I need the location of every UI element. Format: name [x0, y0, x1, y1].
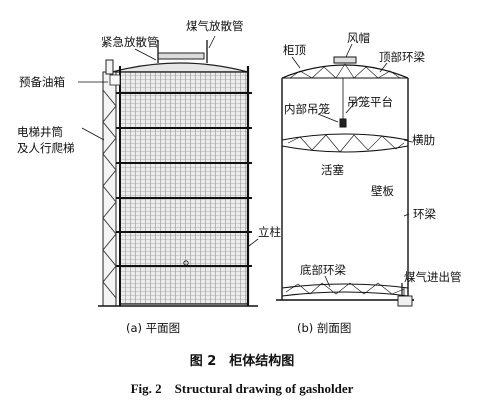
- label-ladder: 及人行爬梯: [17, 141, 75, 155]
- label-rib: 横肋: [412, 133, 435, 147]
- piston-truss: [287, 134, 405, 153]
- figure-title-cn: 图 2 柜体结构图: [189, 354, 295, 369]
- label-elevator-shaft: 电梯井筒: [17, 125, 63, 139]
- label-emergency-vent-pipe: 紧急放散管: [101, 35, 159, 49]
- label-cage-platform: 吊笼平台: [347, 95, 393, 109]
- section-roof: [281, 64, 409, 79]
- label-gas-vent-pipe: 煤气放散管: [186, 19, 244, 33]
- label-roof-top: 柜顶: [283, 43, 306, 57]
- caption-a: (a) 平面图: [126, 321, 181, 335]
- bottom-ring-beam: [285, 282, 405, 295]
- elevation-shell: [119, 71, 249, 305]
- label-wall-panel: 壁板: [371, 184, 394, 198]
- elevation-roof: [111, 62, 249, 73]
- elevation-leaders: [78, 35, 259, 247]
- caption-b: (b) 剖面图: [297, 321, 352, 335]
- suspended-cage: [339, 118, 347, 128]
- wind-cap: [333, 56, 357, 64]
- figure-title-en: Fig. 2 Structural drawing of gasholder: [130, 381, 354, 396]
- label-bottom-ring-beam: 底部环梁: [300, 263, 346, 277]
- label-ring-beam: 环梁: [413, 207, 436, 221]
- label-piston: 活塞: [321, 163, 344, 177]
- label-gas-pipe: 煤气进出管: [404, 270, 462, 284]
- label-wind-cap: 风帽: [347, 31, 370, 45]
- label-internal-cage: 内部吊笼: [284, 102, 330, 116]
- elevation-vent-cap: [157, 52, 205, 60]
- label-top-ring-beam: 顶部环梁: [379, 50, 425, 64]
- elevation-view: [98, 40, 258, 307]
- label-column: 立柱: [258, 225, 281, 239]
- section-leaders: [291, 43, 413, 295]
- section-view: [276, 56, 414, 307]
- label-reserve-oil-tank: 预备油箱: [19, 75, 65, 89]
